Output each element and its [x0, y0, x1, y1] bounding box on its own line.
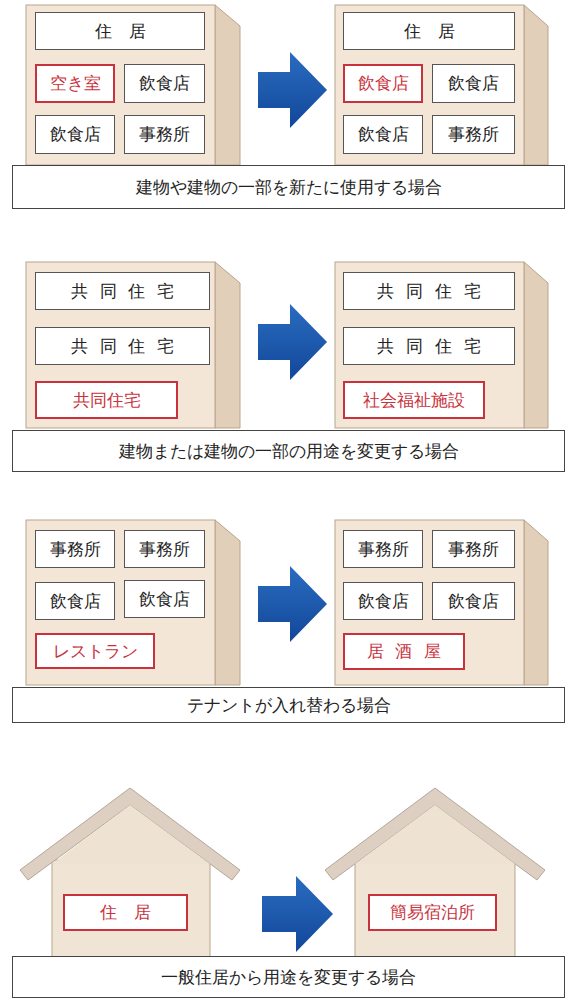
- room-box: 飲食店: [124, 580, 205, 618]
- room-label: 共同住宅: [71, 281, 187, 301]
- room-label: 飲食店: [139, 73, 190, 93]
- room-label: 簡易宿泊所: [390, 902, 475, 922]
- room-box: 飲食店: [343, 64, 423, 103]
- room-box: 共同住宅: [35, 381, 178, 419]
- room-box: 住居: [63, 894, 188, 931]
- room-box: 簡易宿泊所: [368, 894, 497, 931]
- room-box: 共同住宅: [343, 327, 515, 365]
- room-box: 事務所: [343, 530, 423, 568]
- block-arrow: [258, 566, 327, 642]
- building: [335, 520, 548, 685]
- building: [26, 262, 240, 428]
- room-box: 共同住宅: [35, 272, 210, 310]
- caption-band: 建物や建物の一部を新たに使用する場合: [12, 165, 565, 209]
- block-arrow: [262, 876, 333, 952]
- room-label: 飲食店: [358, 124, 409, 144]
- room-label: 飲食店: [358, 73, 409, 93]
- building: [26, 520, 240, 685]
- room-box: 飲食店: [124, 64, 205, 103]
- room-box: 共同住宅: [35, 327, 210, 365]
- room-box: 居酒屋: [343, 633, 465, 670]
- caption-band: 一般住居から用途を変更する場合: [12, 956, 565, 998]
- room-label: 空き室: [50, 73, 101, 93]
- room-label: 共同住宅: [377, 281, 493, 301]
- room-label: 共同住宅: [377, 336, 493, 356]
- room-label: 飲食店: [448, 73, 499, 93]
- room-label: 社会福祉施設: [363, 390, 465, 410]
- room-box: 空き室: [35, 64, 115, 103]
- caption-text: 一般住居から用途を変更する場合: [161, 967, 416, 987]
- room-box: レストラン: [35, 633, 155, 669]
- room-label: 飲食店: [358, 591, 409, 611]
- room-box: 住居: [343, 12, 515, 50]
- room-label: 居酒屋: [367, 641, 454, 661]
- caption-band: テナントが入れ替わる場合: [12, 687, 565, 723]
- room-label: 飲食店: [448, 591, 499, 611]
- room-label: 飲食店: [139, 589, 190, 609]
- room-box: 飲食店: [432, 64, 515, 103]
- room-box: 住居: [35, 12, 205, 50]
- room-box: 共同住宅: [343, 272, 515, 310]
- room-box: 事務所: [432, 115, 515, 154]
- room-label: 事務所: [448, 124, 499, 144]
- room-label: 事務所: [139, 124, 190, 144]
- room-label: 共同住宅: [71, 336, 187, 356]
- room-box: 飲食店: [35, 582, 115, 620]
- room-box: 社会福祉施設: [343, 381, 485, 419]
- caption-text: テナントが入れ替わる場合: [187, 695, 391, 715]
- room-box: 飲食店: [35, 115, 115, 154]
- caption-band: 建物または建物の一部の用途を変更する場合: [12, 430, 565, 472]
- room-box: 事務所: [432, 530, 515, 568]
- room-label: 飲食店: [50, 124, 101, 144]
- room-label: 飲食店: [50, 591, 101, 611]
- room-box: 飲食店: [343, 115, 423, 154]
- caption-text: 建物や建物の一部を新たに使用する場合: [136, 177, 442, 197]
- room-label: 共同住宅: [73, 390, 141, 410]
- room-label: 事務所: [50, 539, 101, 559]
- room-box: 飲食店: [343, 582, 423, 620]
- room-box: 事務所: [35, 530, 115, 568]
- building: [26, 5, 240, 165]
- room-label: 住居: [95, 21, 163, 41]
- block-arrow: [258, 304, 327, 380]
- room-label: 事務所: [358, 539, 409, 559]
- room-box: 事務所: [124, 530, 205, 568]
- room-label: 事務所: [448, 539, 499, 559]
- room-box: 飲食店: [432, 582, 515, 620]
- building: [335, 262, 548, 428]
- room-label: 住居: [100, 902, 168, 922]
- caption-text: 建物または建物の一部の用途を変更する場合: [119, 441, 459, 461]
- room-label: 住居: [404, 21, 472, 41]
- house: [325, 788, 545, 970]
- house: [20, 788, 240, 970]
- block-arrow: [258, 52, 327, 128]
- room-box: 事務所: [124, 115, 205, 154]
- room-label: 事務所: [139, 539, 190, 559]
- room-label: レストラン: [53, 641, 138, 661]
- building: [335, 5, 548, 165]
